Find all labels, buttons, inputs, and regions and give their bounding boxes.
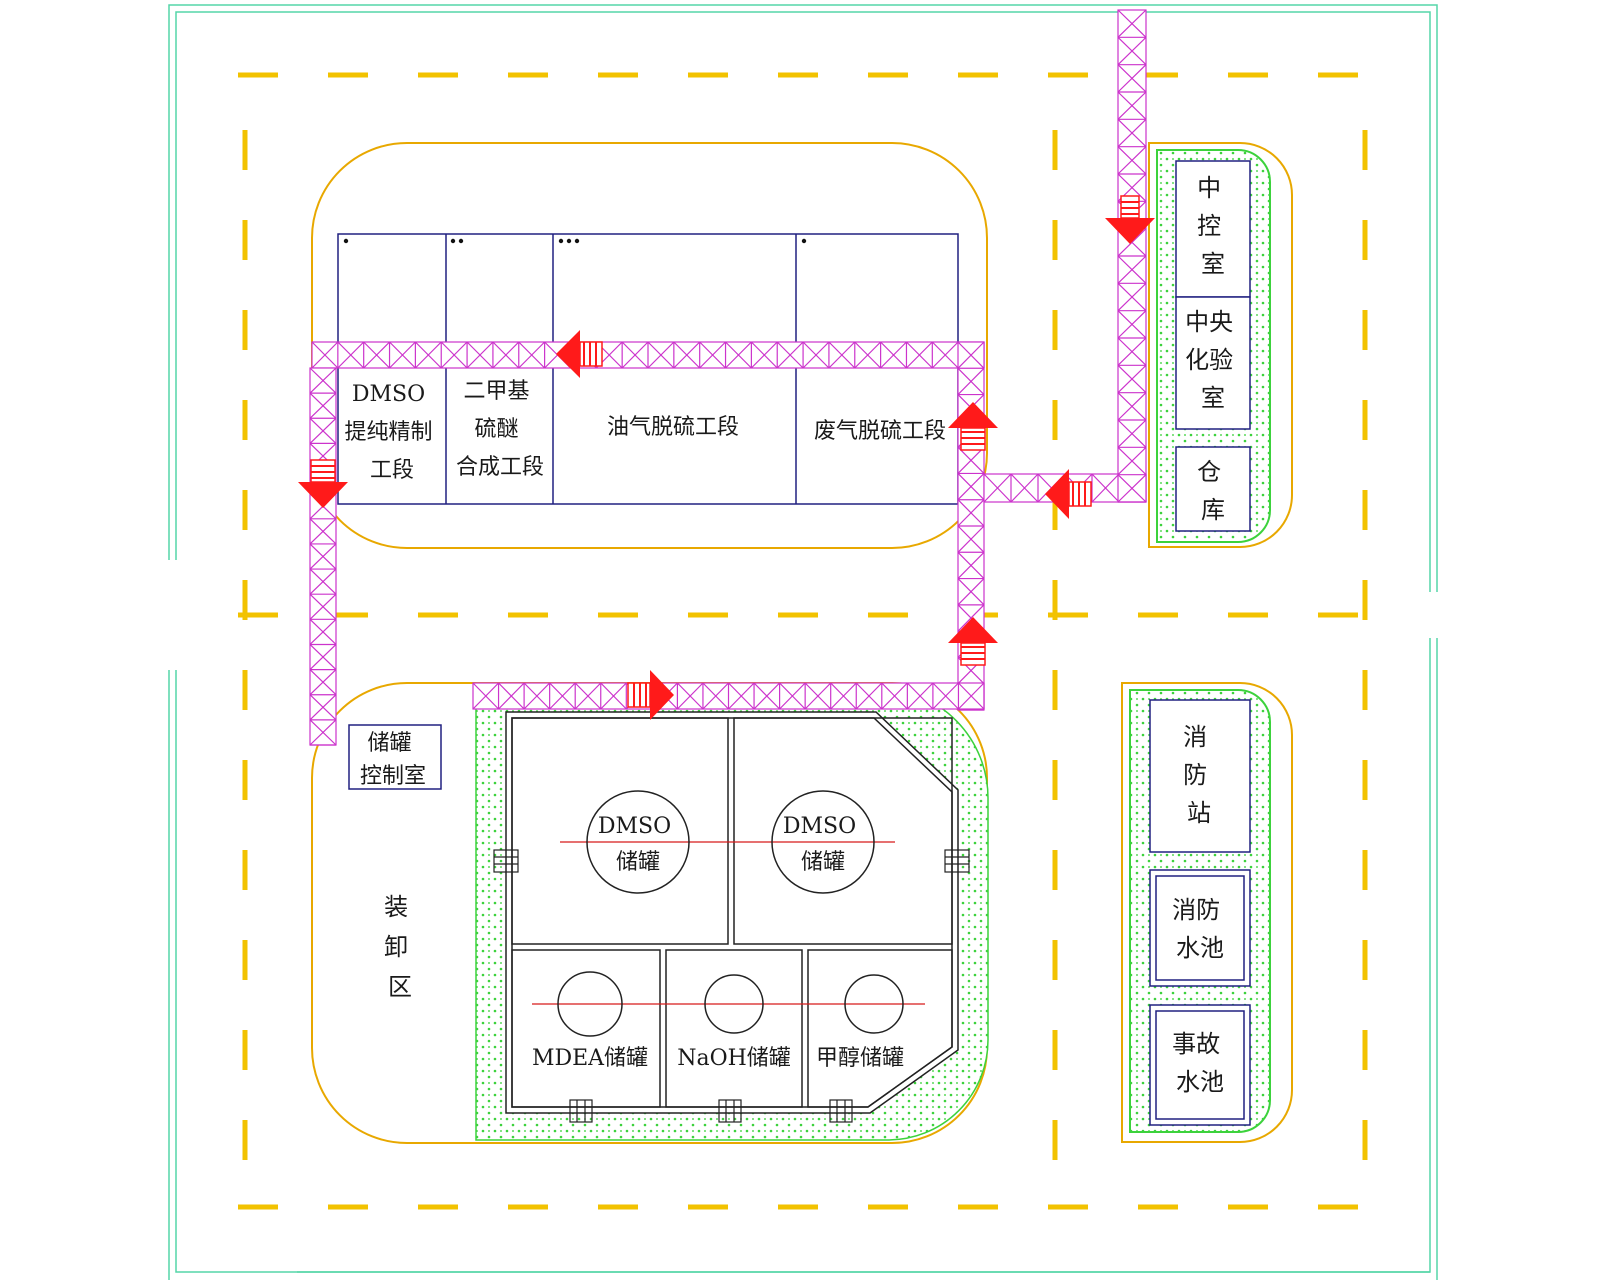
tank-control-room xyxy=(348,724,442,790)
label-tank-control-room: 储罐 控制室 xyxy=(360,731,426,789)
process-units xyxy=(337,233,959,505)
label-methanol-tank: 甲醇储罐 xyxy=(816,1046,904,1071)
flow-arrow-down-admin xyxy=(1105,195,1155,244)
unit-label-oil-gas-desulf: 油气脱硫工段 xyxy=(607,415,739,440)
pipe-rack-left xyxy=(309,367,337,746)
flow-arrow-right-tank xyxy=(627,670,674,720)
flow-arrow-down-left xyxy=(298,459,348,508)
dmso-tank-1-shell xyxy=(586,790,690,894)
pipe-rack-tank-top xyxy=(472,682,985,710)
unit-label-dms-synthesis: 二甲基 硫醚 合成工段 xyxy=(456,379,544,480)
flow-arrow-up-right-lower xyxy=(948,617,998,666)
flow-arrow-left-connector xyxy=(1045,469,1092,519)
site-fence xyxy=(168,4,1438,1280)
flow-arrow-up-right-upper xyxy=(948,402,998,451)
pipe-rack-admin-vertical xyxy=(1117,9,1147,503)
utility-rooms xyxy=(1149,699,1251,1126)
label-dmso-tank-1: DMSO 储罐 xyxy=(598,814,678,875)
label-dmso-tank-2: DMSO 储罐 xyxy=(783,814,863,875)
dike-stairs xyxy=(493,849,970,1123)
methanol-tank-shell xyxy=(844,974,904,1034)
admin-area-outline xyxy=(1148,142,1293,548)
room-label-fire-station: 消 防 站 xyxy=(1183,723,1215,827)
tank-axis-lines xyxy=(532,841,925,1005)
naoh-tank-shell xyxy=(704,974,764,1034)
room-label-central-control: 中 控 室 xyxy=(1197,174,1229,278)
labels: DMSO 提纯精制 工段 二甲基 硫醚 合成工段 油气脱硫工段 废气脱硫工段 中… xyxy=(344,174,1241,1096)
label-loading-zone: 装 卸 区 xyxy=(384,893,416,1001)
admin-rooms xyxy=(1175,160,1251,532)
room-label-warehouse: 仓 库 xyxy=(1197,458,1229,524)
dmso-tank-2-shell xyxy=(771,790,875,894)
tanks xyxy=(557,790,904,1037)
label-naoh-tank: NaOH储罐 xyxy=(677,1046,791,1071)
unit-markers xyxy=(343,238,807,244)
mdea-tank-shell xyxy=(557,971,623,1037)
pipe-rack-process-top xyxy=(311,341,985,369)
road-centerlines xyxy=(238,72,1368,1210)
flow-arrows xyxy=(298,195,1155,720)
room-label-accident-pool: 事故 水池 xyxy=(1172,1030,1228,1096)
label-mdea-tank: MDEA储罐 xyxy=(532,1046,648,1071)
unit-label-dmso-refining: DMSO 提纯精制 工段 xyxy=(344,382,439,483)
flow-arrow-left-top xyxy=(556,330,603,378)
room-label-central-lab: 中央 化验 室 xyxy=(1185,308,1241,412)
utility-area-outline xyxy=(1121,682,1293,1143)
pipe-racks xyxy=(309,9,1147,746)
room-label-fire-pool: 消防 水池 xyxy=(1172,896,1228,962)
unit-label-waste-gas-desulf: 废气脱硫工段 xyxy=(814,419,946,444)
